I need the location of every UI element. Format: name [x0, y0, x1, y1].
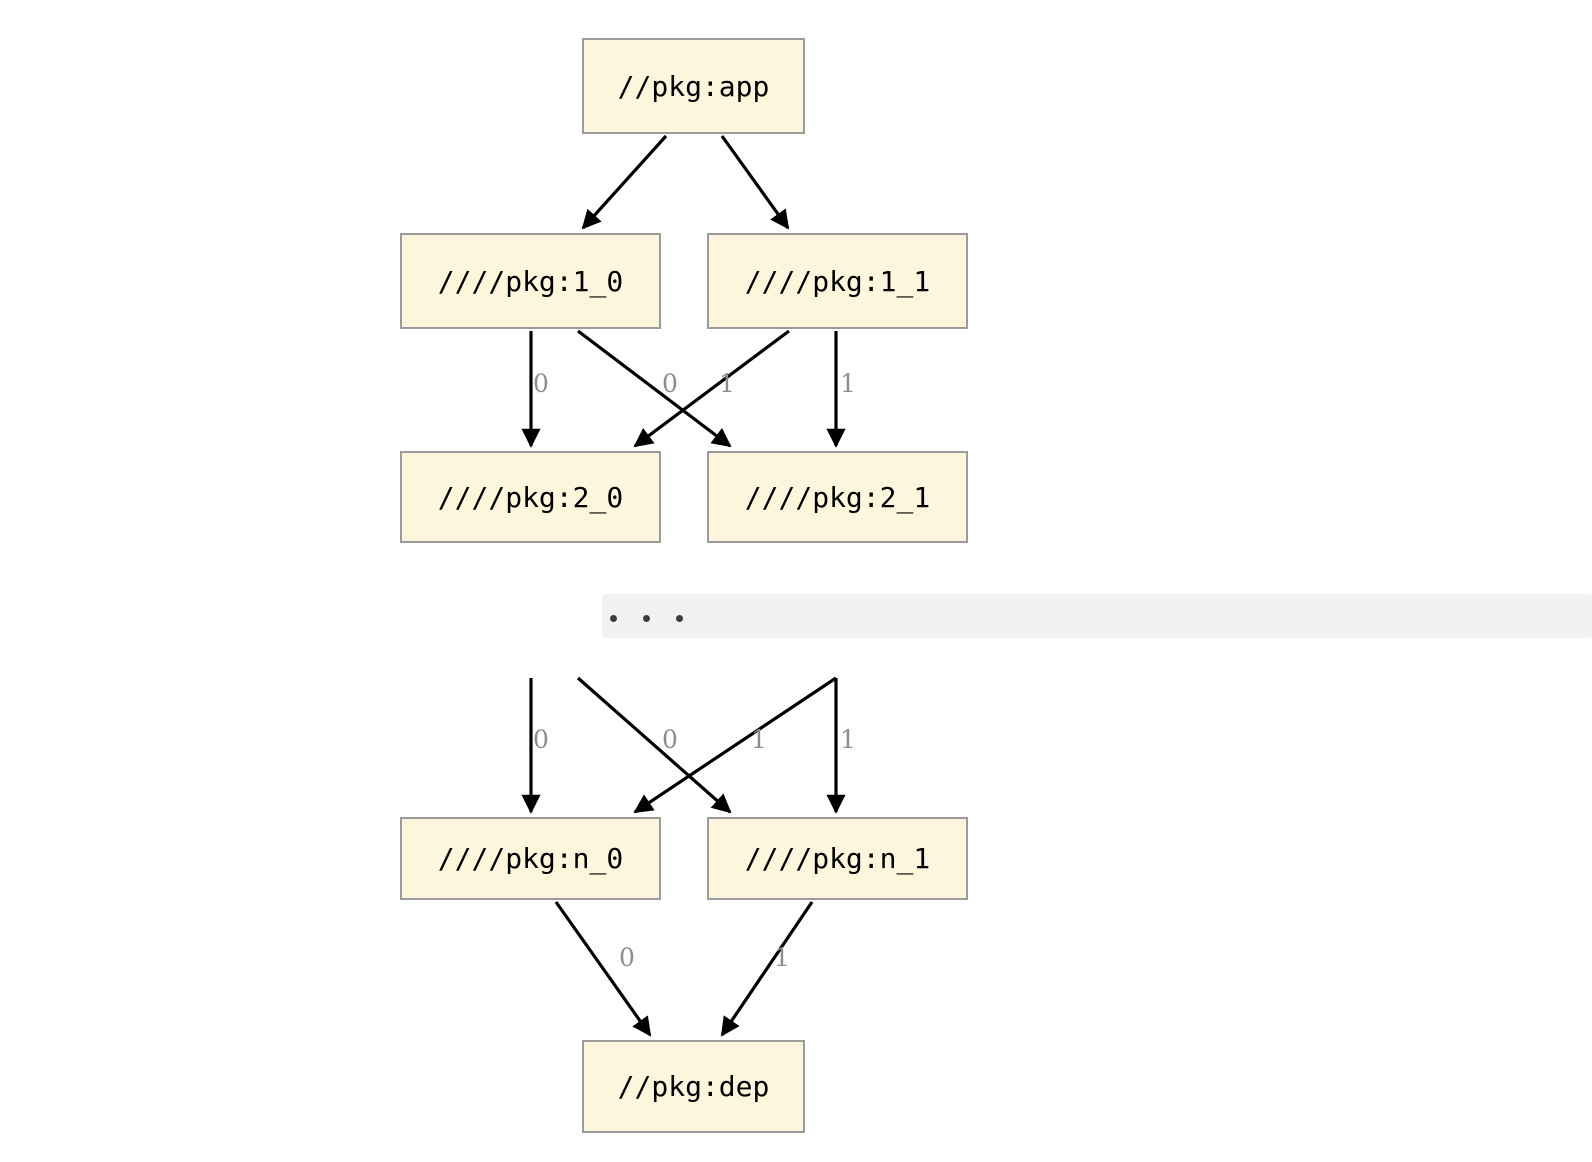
edge-label: 1: [840, 369, 856, 398]
edge-label: 1: [774, 943, 790, 972]
edge-label: 0: [662, 369, 678, 398]
graph-node-n2_0[interactable]: ////pkg:2_0: [400, 451, 661, 543]
edge-label: 1: [840, 725, 856, 754]
graph-node-dep[interactable]: //pkg:dep: [582, 1040, 805, 1133]
ellipsis-dot: [610, 615, 617, 622]
edge-label: 0: [533, 369, 549, 398]
graph-edge-1: [720, 135, 790, 230]
graph-node-app[interactable]: //pkg:app: [582, 38, 805, 134]
edge-label: 1: [751, 725, 767, 754]
edge-label: 1: [719, 369, 735, 398]
graph-edge-3: [577, 329, 732, 448]
ellipsis-dot: [676, 615, 683, 622]
graph-edge-7: [576, 676, 732, 814]
graph-node-nn_0[interactable]: ////pkg:n_0: [400, 817, 661, 900]
graph-edge-11: [720, 901, 814, 1037]
graph-node-n1_1[interactable]: ////pkg:1_1: [707, 233, 968, 329]
edge-label: 0: [619, 943, 635, 972]
graph-edge-10: [554, 901, 652, 1037]
graph-edge-4: [633, 329, 790, 448]
graph-edge-0: [581, 134, 668, 230]
ellipsis-dot: [643, 615, 650, 622]
ellipsis-dots: [610, 615, 683, 622]
edge-label: 0: [662, 725, 678, 754]
graph-node-n2_1[interactable]: ////pkg:2_1: [707, 451, 968, 543]
graph-node-nn_1[interactable]: ////pkg:n_1: [707, 817, 968, 900]
edge-label: 0: [533, 725, 549, 754]
ellipsis-separator-band: [602, 594, 1592, 638]
graph-node-n1_0[interactable]: ////pkg:1_0: [400, 233, 661, 329]
